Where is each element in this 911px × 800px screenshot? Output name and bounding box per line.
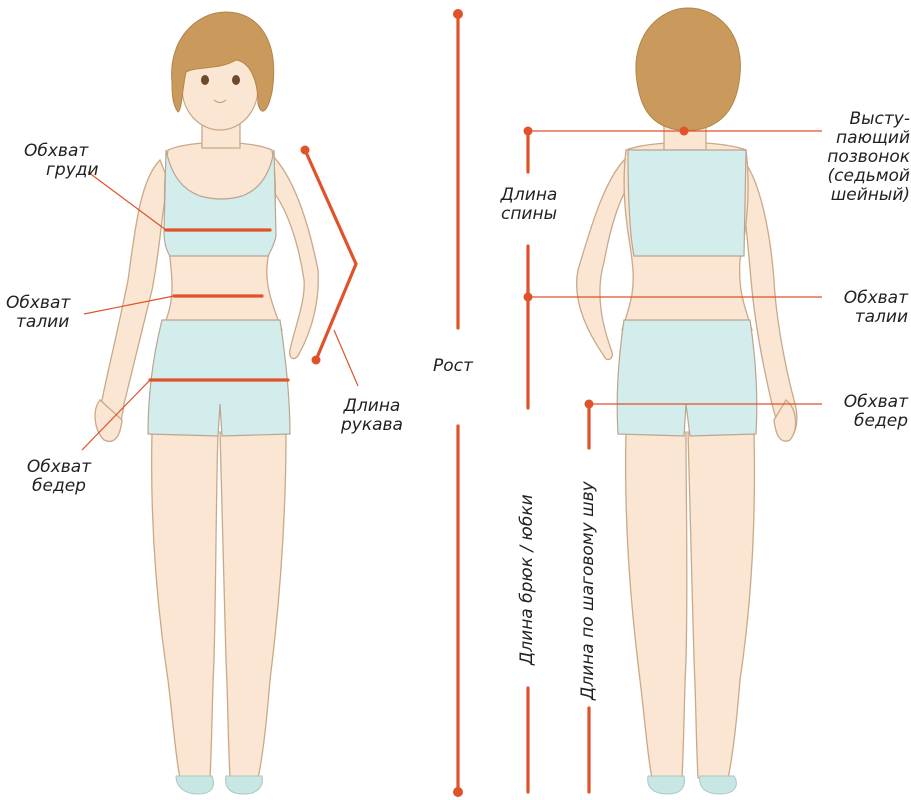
back-hair [636,8,741,131]
vertebra-label: Высту- пающий позвонок (седьмой шейный) [818,110,910,205]
vertebra-label-line-1: Высту- [818,110,910,129]
hips-front-label-line-2: бедер [14,477,104,496]
back-bra-top [628,150,746,256]
inseam-label-text: Длина по шаговому шву [578,481,598,700]
waist-back-label-line-2: талии [818,308,908,327]
chest-label-line-1: Обхват [24,142,99,161]
back-figure [577,8,797,794]
back-length-label-line-2: спины [490,205,568,224]
waist-front-label-line-2: талии [6,313,70,332]
back-right-leg [688,432,754,778]
chest-label-line-2: груди [24,161,99,180]
back-length-label-line-1: Длина [490,186,568,205]
vertebra-label-line-4: (седьмой [818,167,910,186]
front-figure [95,12,318,794]
back-shorts [617,320,757,436]
sleeve-label-line-2: рукава [330,416,414,435]
hips-front-label: Обхват бедер [14,458,104,496]
front-right-shoe [226,776,263,794]
front-shorts [148,320,290,436]
sleeve-label: Длина рукава [330,397,414,435]
back-right-shoe [700,776,737,794]
sleeve-end-dot [312,356,321,365]
trouser-length-label: Длина брюк / юбки [517,494,537,665]
vertebra-label-line-5: шейный) [818,186,910,205]
back-left-shoe [648,776,685,794]
sleeve-label-line-1: Длина [330,397,414,416]
front-right-leg [220,432,286,778]
back-left-leg [626,432,687,778]
inseam-label: Длина по шаговому шву [578,481,598,700]
height-label: Рост [433,357,473,376]
back-length-label: Длина спины [490,186,568,224]
waist-front-label-line-1: Обхват [6,294,70,313]
vertebra-label-line-3: позвонок [818,148,910,167]
height-top-dot [453,9,463,19]
waist-back-label: Обхват талии [818,289,908,327]
height-label-text: Рост [433,357,473,376]
trouser-length-label-text: Длина брюк / юбки [517,494,537,665]
waist-front-label: Обхват талии [6,294,70,332]
hips-front-label-line-1: Обхват [14,458,104,477]
hips-back-label-line-1: Обхват [818,393,908,412]
front-left-eye [201,75,209,85]
vertebra-neck-dot [680,127,689,136]
front-left-shoe [176,776,213,794]
vertebra-label-line-2: пающий [818,129,910,148]
front-right-eye [232,75,240,85]
hips-back-label-line-2: бедер [818,412,908,431]
chest-label: Обхват груди [24,142,99,180]
front-left-leg [152,432,218,778]
sleeve-start-dot [301,146,310,155]
hips-back-label: Обхват бедер [818,393,908,431]
waist-back-label-line-1: Обхват [818,289,908,308]
height-bottom-dot [453,787,463,797]
sleeve-leader-line [334,330,358,386]
